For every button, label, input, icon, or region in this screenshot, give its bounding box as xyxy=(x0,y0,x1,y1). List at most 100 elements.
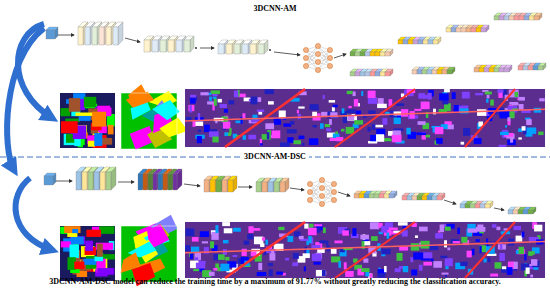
drawing-part xyxy=(84,97,96,108)
drawing-part xyxy=(242,44,248,54)
drawing-part xyxy=(465,222,515,278)
drawing-part xyxy=(215,121,217,123)
drawing-part xyxy=(490,274,498,277)
drawing-part xyxy=(442,102,448,104)
drawing-part xyxy=(256,182,261,192)
drawing-part xyxy=(215,225,218,233)
drawing-part xyxy=(292,262,298,266)
drawing-part xyxy=(364,194,369,198)
drawing-part xyxy=(462,92,470,99)
drawing-part xyxy=(228,100,234,104)
drawing-part xyxy=(214,99,217,106)
drawing-part xyxy=(185,222,545,278)
drawing-part xyxy=(444,89,450,92)
drawing-part xyxy=(355,72,360,76)
drawing-part xyxy=(229,128,231,135)
drawing-part xyxy=(274,244,284,249)
network-pipeline xyxy=(44,13,546,214)
drawing-part xyxy=(238,187,252,188)
drawing-part xyxy=(435,127,444,134)
drawing-part xyxy=(234,91,238,98)
drawing-part xyxy=(319,201,324,206)
drawing-part xyxy=(86,230,101,237)
drawing-part xyxy=(222,222,230,226)
drawing-part xyxy=(387,233,390,239)
drawing-part xyxy=(412,70,417,74)
drawing-part xyxy=(524,254,526,260)
drawing-part xyxy=(326,128,331,131)
drawing-part xyxy=(258,263,262,270)
drawing-part xyxy=(471,28,476,32)
drawing-part xyxy=(523,66,528,70)
drawing-part xyxy=(442,273,449,275)
drawing-part xyxy=(444,103,451,111)
drawing-part xyxy=(108,125,114,135)
drawing-part xyxy=(419,227,428,232)
drawing-part xyxy=(69,98,80,112)
drawing-part xyxy=(518,210,523,214)
drawing-part xyxy=(360,52,365,56)
drawing-part xyxy=(190,36,194,52)
drawing-part xyxy=(354,99,358,106)
drawing-part xyxy=(538,132,543,136)
drawing-part xyxy=(264,40,268,54)
drawing-part xyxy=(414,109,421,111)
drawing-part xyxy=(200,231,209,237)
drawing-part xyxy=(44,176,53,185)
drawing-part xyxy=(416,132,426,135)
drawing-part xyxy=(269,269,273,276)
drawing-part xyxy=(193,269,199,271)
drawing-part xyxy=(514,262,518,269)
drawing-part xyxy=(60,226,115,281)
drawing-part xyxy=(83,259,96,265)
drawing-part xyxy=(509,102,518,105)
drawing-part xyxy=(285,258,289,261)
drawing-part xyxy=(338,192,350,196)
drawing-part xyxy=(302,143,305,146)
drawing-part xyxy=(394,191,397,198)
drawing-part xyxy=(368,141,377,143)
drawing-part xyxy=(94,257,103,262)
drawing-part xyxy=(120,215,177,287)
drawing-part xyxy=(88,141,95,147)
drawing-part xyxy=(530,275,533,278)
drawing-part xyxy=(374,194,379,198)
drawing-part xyxy=(421,102,430,110)
drawing-part xyxy=(529,16,534,20)
drawing-part xyxy=(7,28,44,170)
drawing-part xyxy=(99,226,114,234)
drawing-part xyxy=(61,121,78,133)
drawing-part xyxy=(526,267,530,273)
drawing-part xyxy=(92,27,97,45)
drawing-part xyxy=(401,109,408,117)
drawing-part xyxy=(389,194,394,198)
drawing-part xyxy=(368,97,377,103)
drawing-part xyxy=(335,222,415,278)
drawing-part xyxy=(85,241,93,251)
drawing-part xyxy=(526,119,532,125)
drawing-part xyxy=(390,69,393,76)
drawing-part xyxy=(242,113,245,118)
drawing-part xyxy=(395,268,401,272)
drawing-part xyxy=(198,113,200,121)
drawing-part xyxy=(290,121,295,125)
drawing-part xyxy=(428,40,433,44)
drawing-part xyxy=(487,254,497,256)
drawing-part xyxy=(184,40,190,52)
drawing-part xyxy=(422,95,428,99)
drawing-part xyxy=(319,193,324,198)
drawing-part xyxy=(352,91,355,96)
drawing-part xyxy=(352,228,356,236)
drawing-part xyxy=(440,224,444,232)
drawing-part xyxy=(427,70,432,74)
drawing-part xyxy=(456,28,461,32)
drawing-part xyxy=(333,105,338,108)
drawing-part xyxy=(335,131,338,134)
drawing-part xyxy=(314,262,321,265)
drawing-part xyxy=(126,91,155,107)
drawing-part xyxy=(444,240,447,247)
drawing-part xyxy=(468,228,478,232)
drawing-part xyxy=(410,111,415,118)
drawing-part xyxy=(475,204,480,208)
drawing-part xyxy=(309,138,318,145)
